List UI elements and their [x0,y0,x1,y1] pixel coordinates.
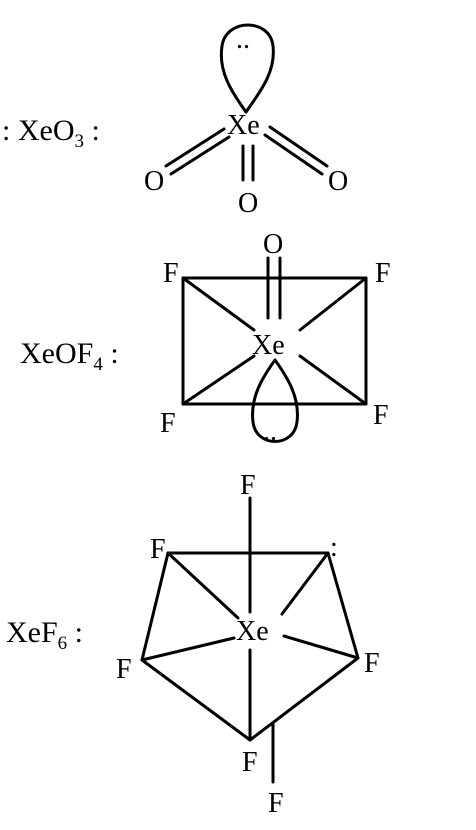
xeo3-lone-pair-lobe [219,23,275,114]
xef6-bond-upper-left [166,551,240,620]
xef6-fluorine-bottom-outer: F [268,788,284,819]
xeof4-fluorine-top-right: F [375,258,391,289]
xef6-lone-pair-dots: : [330,532,338,563]
xeof4-fluorine-bottom-right: F [373,400,389,431]
xef6-fluorine-top: F [240,470,256,501]
xeof4-bond-top-left [181,276,256,332]
xeof4-bond-bottom-left [181,354,256,406]
xeof4-lone-pair-dots: .. [263,416,277,447]
xeo3-bond-right-a [268,125,329,168]
xef6-fluorine-left: F [116,654,132,685]
xef6-pentagon-plane [140,551,360,742]
xeof4-fluorine-top-left: F [163,258,179,289]
xeo3-oxygen-bottom: O [238,188,258,219]
xef6-structure: XeF6 : Xe : F F F F F F [6,470,380,819]
xeof4-formula-label: XeOF4 : [20,337,119,375]
xeof4-structure: XeOF4 : .. Xe O F F F F [20,229,391,447]
xeo3-oxygen-right: O [328,166,348,197]
xeo3-formula-label: : XeO3 : [2,114,100,152]
xeof4-bond-top-right [298,276,368,332]
xef6-fluorine-bottom-inner: F [242,747,258,778]
xeo3-bond-left-a [164,127,226,168]
xef6-formula-label: XeF6 : [6,616,83,654]
xeo3-structure: : XeO3 : .. Xe O O O [2,23,348,219]
xef6-bond-right [282,634,360,660]
xef6-fluorine-right: F [364,648,380,679]
xeo3-oxygen-left: O [144,166,164,197]
xeo3-lone-pair-dots: .. [236,24,250,55]
xef6-bond-left [140,636,236,662]
xeof4-square-plane [181,276,368,406]
xeo3-bond-left-b [169,135,231,176]
xeof4-lone-pair-lobe [251,358,299,443]
xeof4-xe-atom: Xe [252,330,285,361]
xeof4-oxygen-top: O [263,229,283,260]
xef6-bond-upper-right [280,551,330,616]
xef6-xe-atom: Xe [236,616,269,647]
xeo3-xe-atom: Xe [227,110,260,141]
xeo3-bond-right-b [263,133,324,176]
xeof4-bond-bottom-right [298,354,368,406]
xeof4-fluorine-bottom-left: F [160,408,176,439]
xef6-fluorine-upper-left: F [150,534,166,565]
